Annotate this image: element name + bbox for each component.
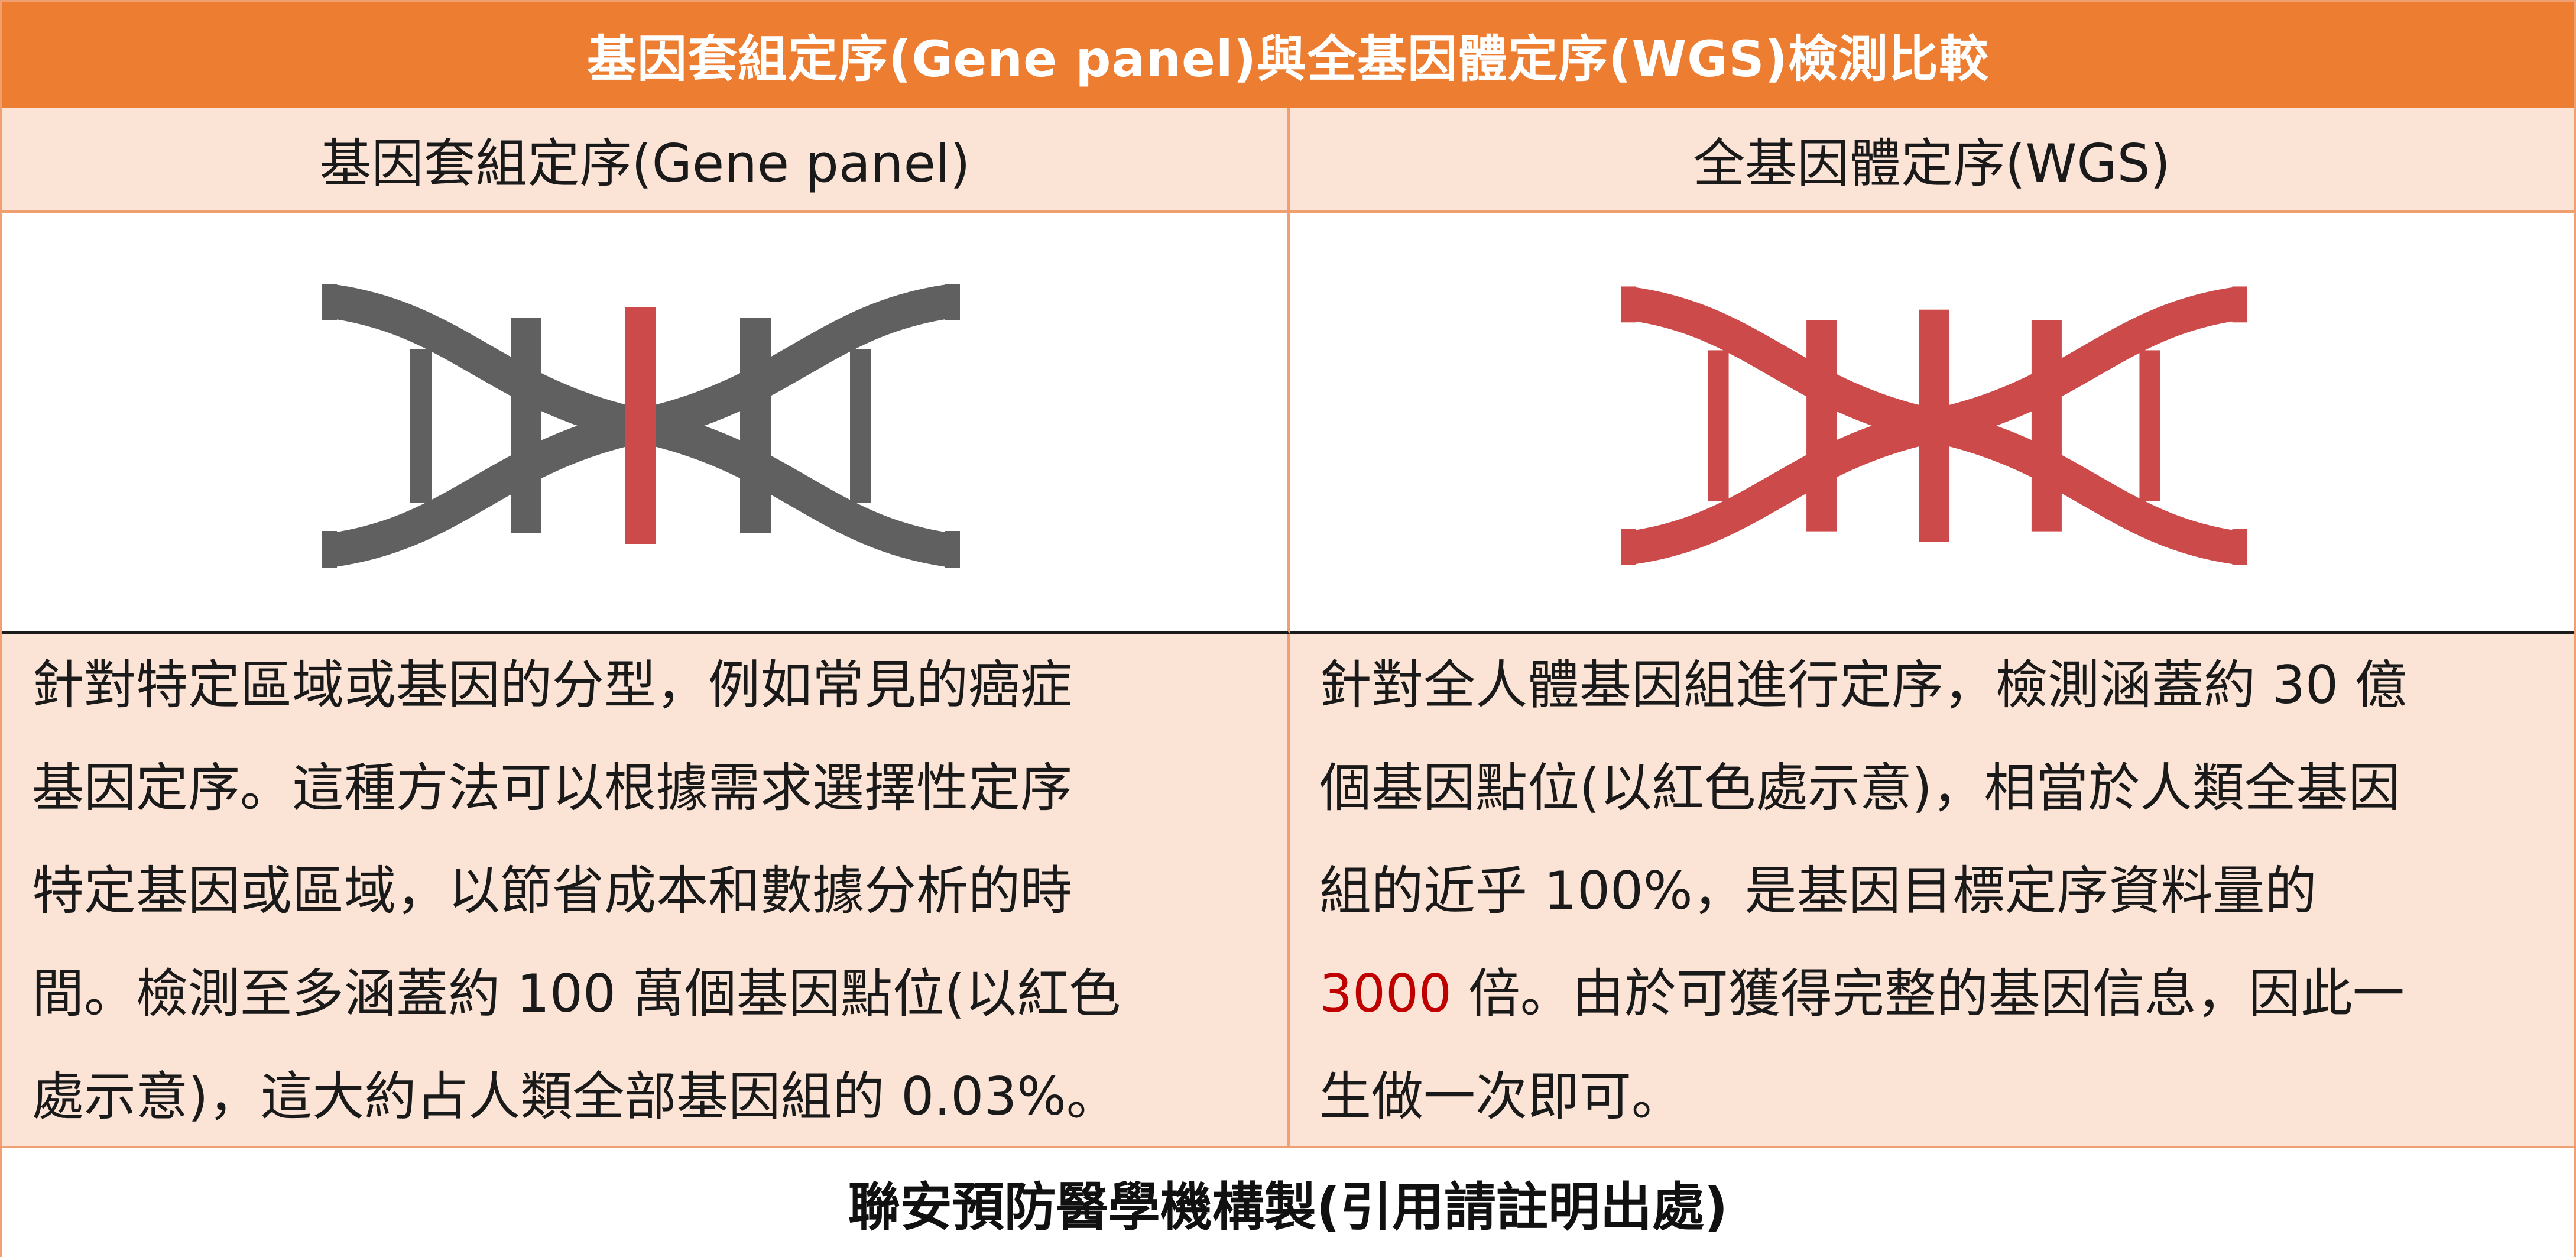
description-line: 生做一次即可。 [1319,1066,1684,1127]
description-line-rest: 倍。由於可獲得完整的基因信息，因此一 [1451,963,2405,1024]
description-line: 間。檢測至多涵蓋約 100 萬個基因點位(以紅色 [32,963,1121,1024]
description-line: 組的近乎 100%，是基因目標定序資料量的 [1319,860,2317,921]
description-line: 針對特定區域或基因的分型，例如常見的癌症 [32,655,1073,715]
highlight-multiplier: 3000 [1319,963,1452,1024]
wgs-icon-cell [1290,213,2574,634]
description-line: 3000 倍。由於可獲得完整的基因信息，因此一 [1319,942,2544,1045]
dna-partial-highlight-icon [322,284,960,568]
description-line: 特定基因或區域，以節省成本和數據分析的時 [32,860,1073,921]
column-heading-wgs: 全基因體定序(WGS) [1290,108,2574,213]
wgs-description: 針對全人體基因組進行定序，檢測涵蓋約 30 億 個基因點位(以紅色處示意)，相當… [1290,634,2574,1148]
gene-panel-icon-cell [2,213,1290,634]
column-heading-gene-panel: 基因套組定序(Gene panel) [2,108,1290,213]
dna-full-highlight-icon [1621,286,2247,565]
table-title: 基因套組定序(Gene panel)與全基因體定序(WGS)檢測比較 [2,2,2574,108]
gene-panel-description: 針對特定區域或基因的分型，例如常見的癌症 基因定序。這種方法可以根據需求選擇性定… [2,634,1290,1148]
description-line: 處示意)，這大約占人類全部基因組的 0.03%。 [32,1066,1118,1127]
description-line: 個基因點位(以紅色處示意)，相當於人類全基因 [1319,757,2400,818]
source-credit: 聯安預防醫學機構製(引用請註明出處) [2,1148,2574,1257]
description-line: 針對全人體基因組進行定序，檢測涵蓋約 30 億 [1319,655,2407,715]
description-line: 基因定序。這種方法可以根據需求選擇性定序 [32,757,1073,818]
